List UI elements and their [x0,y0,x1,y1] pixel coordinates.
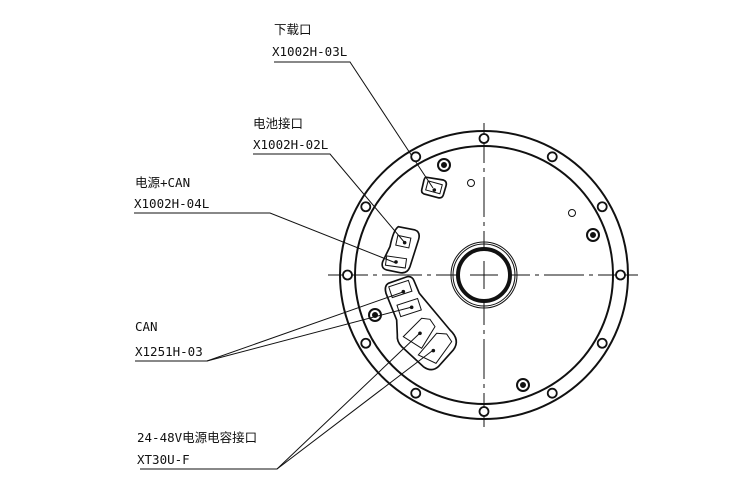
label-name: CAN [135,319,158,334]
bolt-hole [410,387,422,399]
bolt-hole [360,337,372,349]
bolt-hole [342,269,353,281]
label-can: CAN X1251H-03 [135,291,413,362]
label-name: 电池接口 [253,116,303,131]
label-name: 24-48V电源电容接口 [137,430,257,445]
bolt-hole [478,406,490,417]
hub-ring [452,243,516,307]
bolt-hole [546,387,558,399]
label-name: 电源+CAN [135,175,190,190]
label-part: XT30U-F [137,452,190,467]
bolt-hole [360,201,372,213]
bolt-holes [342,133,626,417]
bolt-hole [596,201,608,213]
label-part: X1002H-04L [134,196,209,211]
label-name: 下载口 [274,22,312,37]
bolt-hole [546,151,558,163]
label-part: X1251H-03 [135,344,203,359]
leader-line [276,350,433,470]
connector-download-port [420,176,448,199]
label-power-can: 电源+CAN X1002H-04L [134,175,397,264]
label-download-port: 下载口 X1002H-03L [272,22,434,189]
label-part: X1002H-03L [272,44,347,59]
bolt-hole [478,133,490,144]
mounting-bosses [368,158,600,392]
motor-end-cap [328,123,640,427]
bolt-hole [596,337,608,349]
leader-line [206,306,413,362]
hub-outer [450,241,518,309]
leader-line [134,212,397,264]
label-part: X1002H-02L [253,137,328,152]
label-battery-port: 电池接口 X1002H-02L [253,116,406,244]
leader-line [274,61,434,189]
leader-line [253,153,406,244]
connector-battery-power-can [381,225,421,274]
bolt-hole [410,151,422,163]
small-hole [467,179,475,187]
connector-can-xt30 [384,275,458,371]
bolt-hole [615,269,626,281]
label-power-capacitor-port: 24-48V电源电容接口 XT30U-F [137,332,433,470]
small-hole [568,209,576,217]
